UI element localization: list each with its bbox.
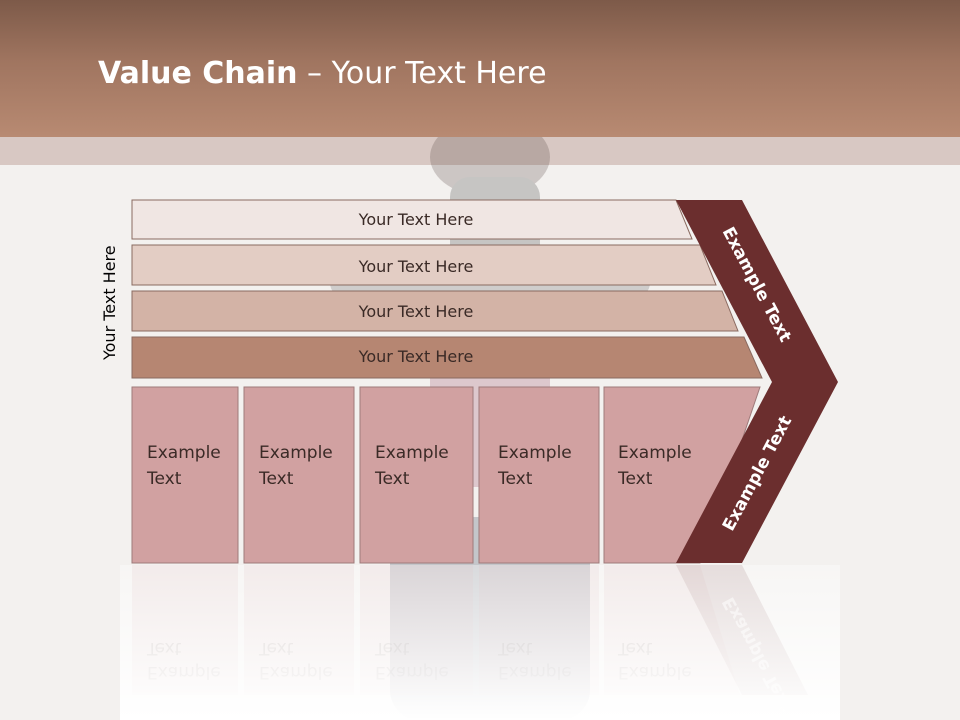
title-bold: Value Chain (98, 56, 298, 91)
box-5-line1: Example (618, 443, 692, 463)
chevron-arrow (676, 200, 838, 563)
bar-2 (131, 244, 717, 286)
box-3 (359, 386, 474, 564)
bar-3 (131, 290, 739, 332)
slide-title: Value Chain – Your Text Here (98, 56, 547, 91)
box-4-line1: Example (498, 443, 572, 463)
bar-4 (131, 336, 763, 379)
reflection-fade (120, 565, 840, 720)
title-rest: – Your Text Here (297, 56, 547, 91)
box-1 (131, 386, 239, 564)
bar-3-label: Your Text Here (358, 302, 474, 321)
bar-1-label: Your Text Here (358, 210, 474, 229)
box-2 (243, 386, 355, 564)
box-3-line2: Text (374, 469, 410, 489)
box-2-line2: Text (258, 469, 294, 489)
header-band (0, 137, 960, 165)
bar-4-label: Your Text Here (358, 347, 474, 366)
box-5-line2: Text (617, 469, 653, 489)
box-1-line1: Example (147, 443, 221, 463)
bar-1 (131, 199, 693, 240)
box-1-line2: Text (146, 469, 182, 489)
bar-2-label: Your Text Here (358, 257, 474, 276)
box-3-line1: Example (375, 443, 449, 463)
box-4 (478, 386, 600, 564)
box-2-line1: Example (259, 443, 333, 463)
box-4-line2: Text (497, 469, 533, 489)
header-banner (0, 0, 960, 137)
